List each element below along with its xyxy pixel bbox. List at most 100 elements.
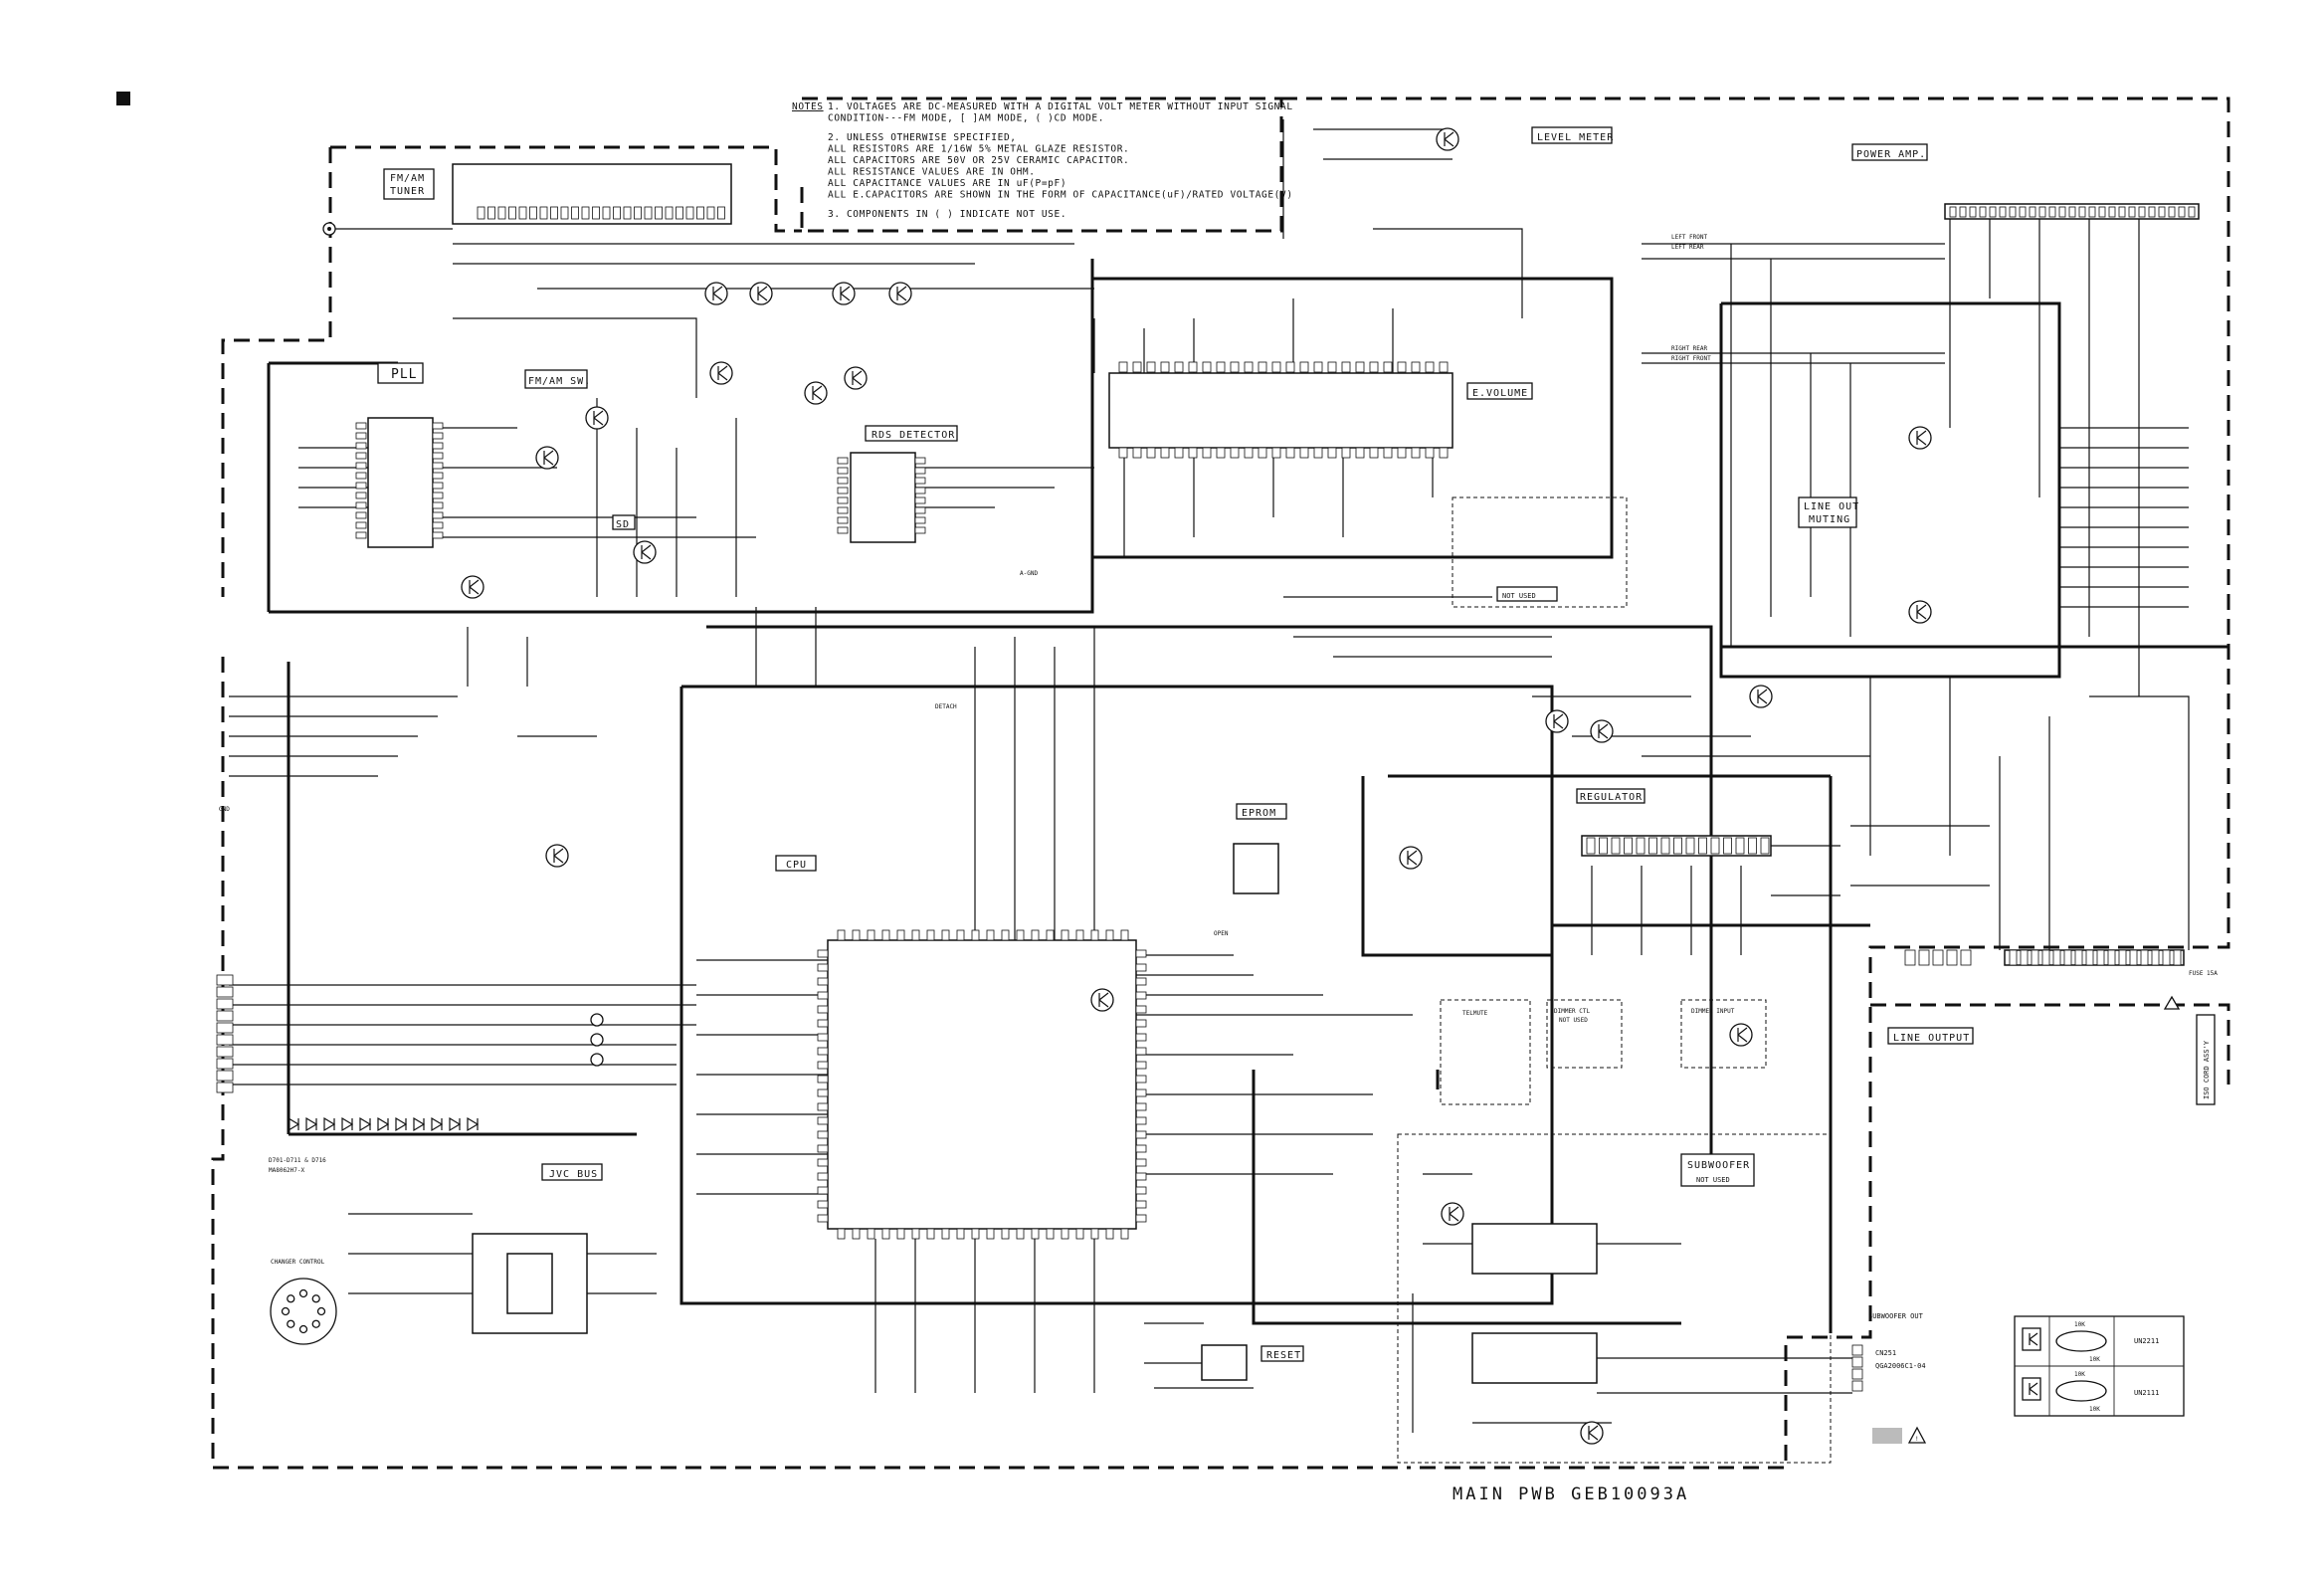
transistor-symbol	[1729, 1023, 1753, 1047]
ic-pin	[623, 206, 632, 220]
ic-pin	[1979, 206, 1987, 218]
transistor-symbol	[1908, 600, 1932, 624]
ic-pin	[971, 1228, 980, 1240]
transistor-symbol	[888, 282, 912, 305]
ic-pin	[817, 1047, 829, 1056]
reset-label: RESET	[1266, 1350, 1301, 1361]
ic-pin	[355, 432, 367, 440]
ic-pin	[817, 1158, 829, 1167]
led-diode	[449, 1116, 462, 1132]
ic-pin	[216, 1034, 234, 1046]
fm-am-sw-block: FM/AM SW.	[524, 369, 591, 389]
ic-pin	[926, 929, 935, 941]
ic-pin	[1299, 361, 1309, 373]
ic-pin	[2129, 949, 2138, 966]
ic-pin	[1299, 447, 1309, 459]
ic-pin	[837, 487, 849, 494]
connector-model: QGA2006C1-04	[1875, 1362, 1926, 1370]
ic-pin	[592, 206, 600, 220]
ic-pin	[432, 492, 444, 499]
ic-pin	[1904, 949, 1916, 966]
ic-pin	[644, 206, 653, 220]
wire-trace	[915, 467, 1094, 508]
ic-pin	[2068, 206, 2076, 218]
svg-text:FM/AM: FM/AM	[390, 173, 425, 184]
notes-line: ALL E.CAPACITORS ARE SHOWN IN THE FORM O…	[828, 190, 1293, 201]
din-pin	[298, 1324, 308, 1334]
ic-pin	[837, 467, 849, 475]
ic-pin	[1135, 1047, 1147, 1056]
ic-pin	[1118, 447, 1128, 459]
ic-pin	[1075, 929, 1084, 941]
ic-pin	[1599, 837, 1608, 855]
transistor-symbol	[832, 282, 856, 305]
ic-pin	[1411, 447, 1421, 459]
ic-pin	[1118, 361, 1128, 373]
notes-line: ALL CAPACITANCE VALUES ARE IN uF(P=pF)	[828, 178, 1066, 189]
ic-pin	[581, 206, 590, 220]
left-edge-connector	[216, 974, 234, 1093]
ic-pin	[1160, 447, 1170, 459]
transistor-symbol	[704, 282, 728, 305]
wire-trace	[1282, 119, 1523, 318]
ic-pin	[2128, 206, 2136, 218]
ic-pin	[432, 452, 444, 460]
ic-pin	[1120, 929, 1129, 941]
ic-pin	[1135, 1075, 1147, 1084]
ic-pin	[926, 1228, 935, 1240]
ic-pin	[1673, 837, 1682, 855]
iso-connector: ISO CORD ASS'Y FUSE 15A	[2004, 949, 2218, 1105]
ic-pin	[560, 206, 569, 220]
ic-pin	[717, 206, 725, 220]
ic-pin	[1135, 991, 1147, 1000]
subwoofer-section: SUBWOOFER NOT USED SUBWOOFER OUT CN251 Q…	[1397, 1133, 1926, 1464]
led-diode	[323, 1116, 336, 1132]
wire-trace	[467, 607, 817, 737]
wire-trace	[1642, 243, 1945, 364]
transistor-symbol	[1580, 1421, 1604, 1445]
pll-label: PLL	[391, 367, 417, 382]
ic-pin	[1760, 837, 1770, 855]
not-used-label: NOT USED	[1502, 592, 1536, 600]
svg-text:NOT USED: NOT USED	[1696, 1176, 1730, 1184]
ic-pin	[355, 422, 367, 430]
transistor-symbol	[461, 575, 484, 599]
ic-pin	[1120, 1228, 1129, 1240]
led-diode	[467, 1116, 480, 1132]
transistor-symbol	[535, 446, 559, 470]
level-meter-label: LEVEL METER	[1537, 132, 1614, 143]
ic-pin	[817, 1144, 829, 1153]
led-diode	[377, 1116, 390, 1132]
ic-pin	[1969, 206, 1977, 218]
ic-pin	[216, 1046, 234, 1058]
ic-pin	[914, 457, 926, 465]
ic-pin	[1959, 206, 1967, 218]
ic-pin	[2140, 949, 2149, 966]
ic-pin	[817, 977, 829, 986]
fm-am-sw-label: FM/AM SW.	[528, 376, 591, 387]
led-diode	[413, 1116, 426, 1132]
ic-pin	[2038, 206, 2046, 218]
led-diode	[341, 1116, 354, 1132]
wire-trace	[443, 427, 756, 538]
ic-pin	[1710, 837, 1720, 855]
notes-heading: NOTES	[792, 101, 824, 112]
wire-trace	[1093, 298, 1394, 373]
ic-pin	[956, 1228, 965, 1240]
wire-trace	[1771, 825, 1990, 896]
subwoofer-out-label: SUBWOOFER OUT	[1868, 1312, 1924, 1320]
ic-pin	[216, 998, 234, 1010]
ic-pin	[1135, 1200, 1147, 1209]
din-pin	[311, 1319, 320, 1328]
ic-pin	[852, 1228, 861, 1240]
connector-part: CN251	[1875, 1349, 1896, 1357]
ic-pin	[1135, 1158, 1147, 1167]
svg-text:D701-D711 & D716: D701-D711 & D716	[269, 1157, 326, 1164]
ic-pin	[685, 206, 694, 220]
net-labels: LEFT FRONT LEFT REAR RIGHT REAR RIGHT FR…	[219, 234, 1711, 1174]
level-meter-block: LEVEL METER	[1531, 126, 1614, 144]
ic-pin	[1271, 361, 1281, 373]
ic-pin	[2107, 949, 2116, 966]
wire-trace	[1144, 1322, 1254, 1389]
eprom-block: EPROM	[1233, 803, 1287, 894]
